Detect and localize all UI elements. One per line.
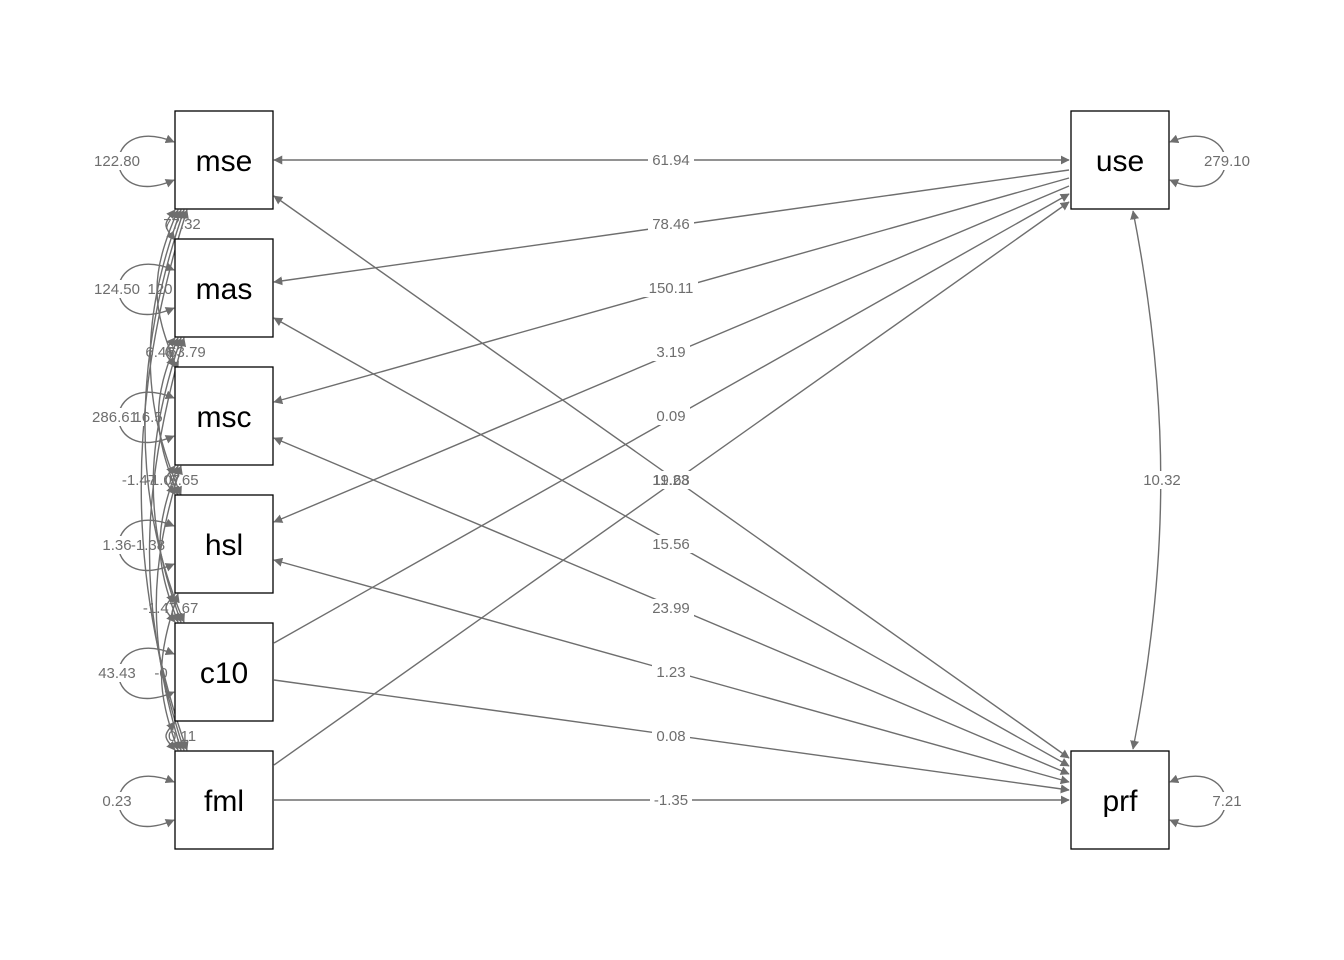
cov-label-use-prf: 10.32 bbox=[1143, 472, 1181, 489]
cov-label: 9.65 bbox=[169, 472, 198, 489]
node-c10: c10 bbox=[174, 622, 274, 722]
cov-curve bbox=[155, 465, 183, 751]
node-label: use bbox=[1096, 145, 1144, 178]
exogenous-nodes: mse mas msc hsl c10 fml bbox=[174, 110, 274, 850]
cov-label: 120 bbox=[147, 281, 172, 298]
node-msc: msc bbox=[174, 366, 274, 466]
variance-labels: 122.80 124.50 286.61 1.36 43.43 0.23 279… bbox=[90, 152, 1254, 810]
variance-label-mas: 124.50 bbox=[94, 281, 140, 298]
node-label: c10 bbox=[200, 657, 248, 690]
labels-paths-to-prf: 11.23 15.56 23.99 1.23 0.08 -1.35 bbox=[648, 472, 694, 809]
path-label-c10-use: 0.09 bbox=[656, 408, 685, 425]
variance-label-msc: 286.61 bbox=[92, 409, 138, 426]
node-label: mas bbox=[196, 273, 253, 306]
variance-label-hsl: 1.36 bbox=[102, 537, 131, 554]
node-label: fml bbox=[204, 785, 244, 818]
path-label-c10-prf: 0.08 bbox=[656, 728, 685, 745]
node-use: use bbox=[1070, 110, 1170, 210]
path-label-fml-use: 19.68 bbox=[652, 472, 690, 489]
variance-label-use: 279.10 bbox=[1204, 153, 1250, 170]
cov-label: -1.47 bbox=[122, 472, 156, 489]
path-label-mse-use: 61.94 bbox=[652, 152, 690, 169]
cov-label: 6.46 bbox=[145, 344, 174, 361]
node-fml: fml bbox=[174, 750, 274, 850]
cov-label: -1.47 bbox=[143, 600, 177, 617]
node-hsl: hsl bbox=[174, 494, 274, 594]
cov-label: 77.32 bbox=[163, 216, 201, 233]
cov-label: 63.79 bbox=[168, 344, 206, 361]
path-label-mas-prf: 15.56 bbox=[652, 536, 690, 553]
cov-label: 67 bbox=[182, 600, 199, 617]
exogenous-covariance-labels: 77.32 120 6.46 63.79 16.5 -1.47 -1.07 9.… bbox=[122, 216, 206, 745]
path-label-msc-use: 150.11 bbox=[649, 280, 694, 297]
endogenous-nodes: use prf bbox=[1070, 110, 1170, 850]
variance-label-fml: 0.23 bbox=[102, 793, 131, 810]
cov-label: -1.38 bbox=[131, 537, 165, 554]
path-label-msc-prf: 23.99 bbox=[652, 600, 690, 617]
variance-label-prf: 7.21 bbox=[1212, 793, 1241, 810]
node-label: msc bbox=[197, 401, 252, 434]
cov-label: -1.07 bbox=[146, 472, 180, 489]
node-label: mse bbox=[196, 145, 253, 178]
cov-label: 0.11 bbox=[168, 728, 196, 745]
variance-label-mse: 122.80 bbox=[94, 153, 140, 170]
path-label-hsl-use: 3.19 bbox=[656, 344, 685, 361]
labels-paths-to-use: 61.94 78.46 150.11 3.19 0.09 19.68 bbox=[644, 151, 698, 489]
node-mas: mas bbox=[174, 238, 274, 338]
node-prf: prf bbox=[1070, 750, 1170, 850]
node-mse: mse bbox=[174, 110, 274, 210]
path-label-mse-prf: 11.23 bbox=[653, 472, 689, 489]
path-label-fml-prf: -1.35 bbox=[654, 792, 688, 809]
path-label-hsl-prf: 1.23 bbox=[656, 664, 685, 681]
node-label: hsl bbox=[205, 529, 243, 562]
cov-label: 16.5 bbox=[133, 409, 162, 426]
exogenous-covariance-group bbox=[140, 209, 189, 751]
path-label-mas-use: 78.46 bbox=[652, 216, 690, 233]
variance-label-c10: 43.43 bbox=[98, 665, 136, 682]
cov-curve bbox=[165, 721, 176, 751]
cov-curve bbox=[149, 209, 183, 496]
cov-label: -0 bbox=[154, 665, 167, 682]
node-label: prf bbox=[1102, 785, 1138, 818]
